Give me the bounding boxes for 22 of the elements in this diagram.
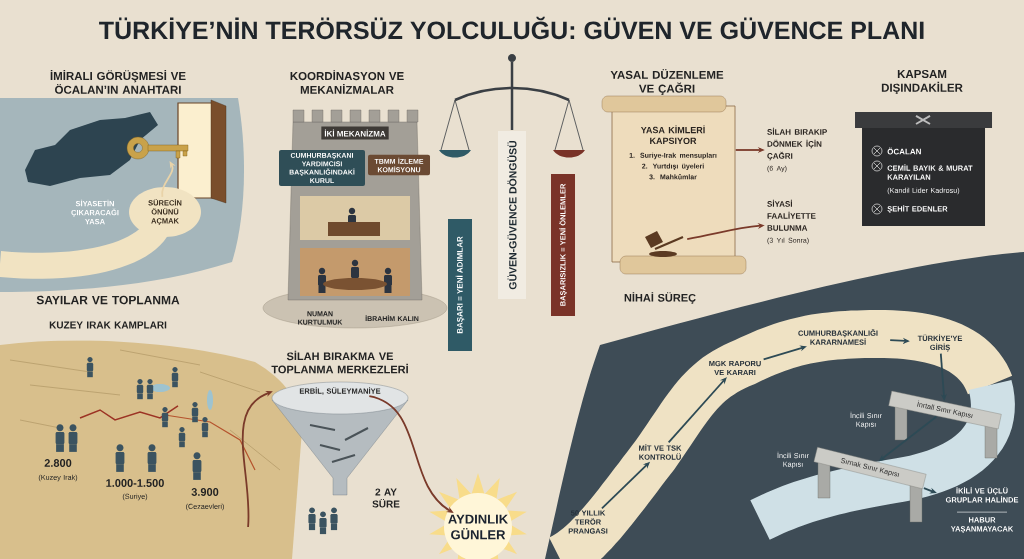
arrow bbox=[667, 377, 727, 444]
section-heading: SİLAH BIRAKMA VE TOPLANMA MERKEZLERİ bbox=[271, 350, 408, 374]
key-drawing bbox=[126, 136, 189, 160]
band: BAŞARI = YENİ ADIMLAR bbox=[448, 219, 472, 351]
arrow bbox=[762, 345, 807, 361]
count-number: 1.000-1.500 bbox=[106, 479, 164, 487]
gavel-drawing bbox=[645, 231, 684, 257]
edge-label: 2 AY SÜRE bbox=[372, 488, 400, 508]
section-heading: KAPSAM DIŞINDAKİLER bbox=[881, 69, 963, 95]
band: GÜVEN-GÜVENCE DÖNGÜSÜ bbox=[498, 131, 526, 299]
section-heading: SAYILAR VE TOPLANMA bbox=[36, 295, 180, 305]
arrow bbox=[923, 487, 937, 494]
count-number: 2.800 bbox=[44, 459, 72, 467]
subheading: KUZEY IRAK KAMPLARI bbox=[49, 321, 167, 329]
section-heading: İMİRALI GÖRÜŞMESİ VE ÖCALAN’IN ANAHTARI bbox=[50, 70, 186, 94]
count-number: 3.900 bbox=[191, 488, 219, 496]
section-heading: YASAL DÜZENLEME VE ÇAĞRI bbox=[610, 69, 724, 95]
arrow bbox=[241, 390, 273, 528]
section-heading: NİHAİ SÜREÇ bbox=[624, 292, 696, 304]
headline: AYDINLIK GÜNLER bbox=[448, 514, 508, 540]
section-heading: KOORDİNASYON VE MEKANİZMALAR bbox=[290, 70, 404, 94]
title: TÜRKİYE’NİN TERÖRSÜZ YOLCULUĞU: GÜVEN VE GÜVENCE PLANI bbox=[99, 16, 924, 40]
